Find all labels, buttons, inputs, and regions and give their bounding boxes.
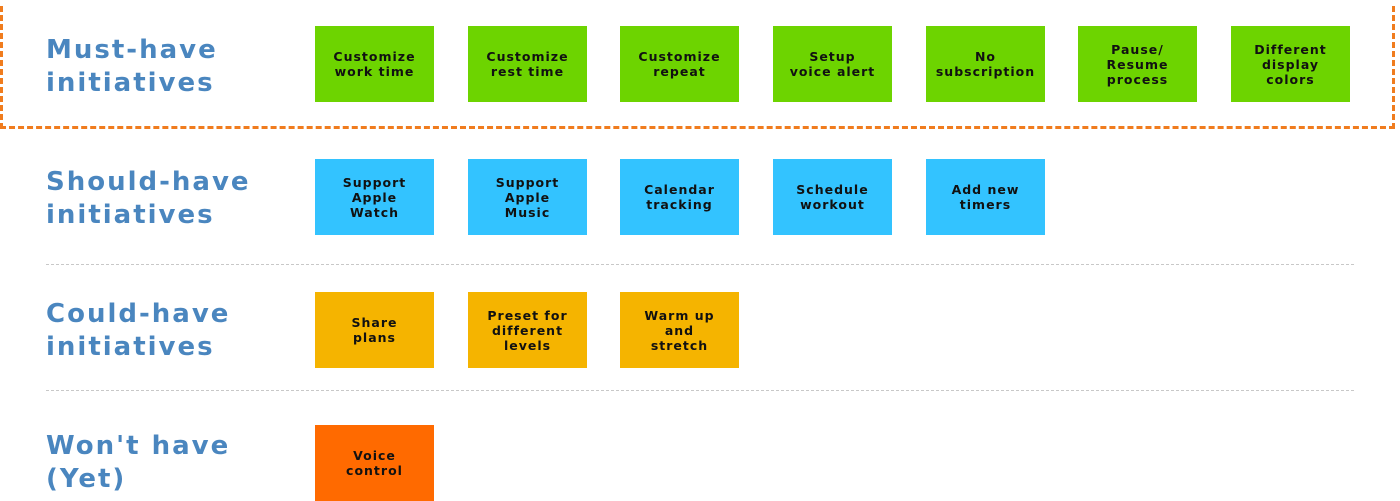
- card-label: Preset for different levels: [487, 307, 568, 353]
- card-label: Calendar tracking: [644, 182, 715, 212]
- card-label: Customize repeat: [638, 49, 721, 79]
- card-customize-repeat[interactable]: Customize repeat: [620, 26, 739, 102]
- card-support-apple-watch[interactable]: Support Apple Watch: [315, 159, 434, 235]
- card-no-subscription[interactable]: No subscription: [926, 26, 1045, 102]
- must-have-highlight-frame: [0, 6, 1395, 129]
- card-label: Warm up and stretch: [644, 307, 715, 353]
- card-label: Schedule workout: [796, 182, 869, 212]
- card-voice-control[interactable]: Voice control: [315, 425, 434, 501]
- card-schedule-workout[interactable]: Schedule workout: [773, 159, 892, 235]
- card-customize-work-time[interactable]: Customize work time: [315, 26, 434, 102]
- card-support-apple-music[interactable]: Support Apple Music: [468, 159, 587, 235]
- card-label: Setup voice alert: [789, 49, 876, 79]
- card-add-new-timers[interactable]: Add new timers: [926, 159, 1045, 235]
- card-setup-voice-alert[interactable]: Setup voice alert: [773, 26, 892, 102]
- row-divider: [46, 390, 1354, 391]
- card-label: Support Apple Watch: [342, 174, 407, 220]
- row-divider: [46, 264, 1354, 265]
- card-label: Different display colors: [1254, 41, 1327, 87]
- card-label: Customize rest time: [486, 49, 569, 79]
- card-label: Customize work time: [333, 49, 416, 79]
- card-label: Pause/ Resume process: [1106, 41, 1169, 87]
- row-label-should-have: Should-have initiatives: [46, 167, 251, 230]
- row-label-must-have: Must-have initiatives: [46, 35, 218, 98]
- card-label: Share plans: [351, 315, 398, 345]
- card-calendar-tracking[interactable]: Calendar tracking: [620, 159, 739, 235]
- card-label: Add new timers: [951, 182, 1020, 212]
- card-customize-rest-time[interactable]: Customize rest time: [468, 26, 587, 102]
- card-preset-for-different-levels[interactable]: Preset for different levels: [468, 292, 587, 368]
- row-label-wont-have: Won't have (Yet): [46, 431, 231, 494]
- card-label: Support Apple Music: [495, 174, 560, 220]
- card-label: No subscription: [935, 49, 1036, 79]
- card-label: Voice control: [346, 448, 403, 478]
- card-different-display-colors[interactable]: Different display colors: [1231, 26, 1350, 102]
- card-share-plans[interactable]: Share plans: [315, 292, 434, 368]
- card-warm-up-and-stretch[interactable]: Warm up and stretch: [620, 292, 739, 368]
- row-label-could-have: Could-have initiatives: [46, 299, 231, 362]
- card-pause-resume-process[interactable]: Pause/ Resume process: [1078, 26, 1197, 102]
